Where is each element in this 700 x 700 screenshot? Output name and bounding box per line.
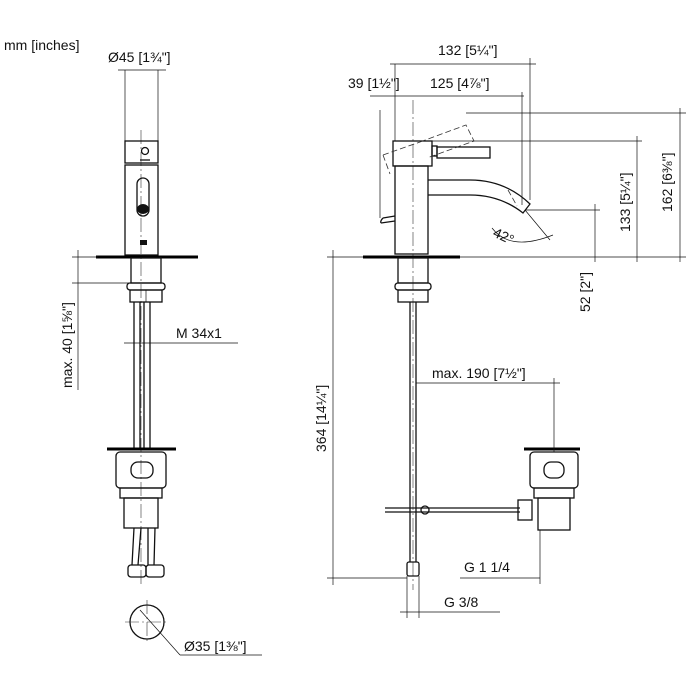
spout-clearance-label: 52 [2"] — [577, 272, 593, 312]
hole-diameter-label: Ø35 [1⅜"] — [184, 638, 247, 654]
drain-thread-label: G 1 1/4 — [464, 559, 510, 575]
units-label: mm [inches] — [4, 37, 79, 53]
overall-reach-label: 132 [5¼"] — [438, 42, 497, 58]
front-view: Ø45 [1¾"] max. 40 [1⅝"] M 34x1 Ø35 [1⅜"] — [59, 49, 262, 656]
lever-offset-label: 39 [1½"] — [348, 75, 400, 91]
spout-angle-label: 42° — [491, 224, 517, 247]
below-deck-length-label: 364 [14¼"] — [313, 385, 329, 452]
supply-thread-label: G 3/8 — [444, 594, 478, 610]
side-view: 132 [5¼"] 39 [1½"] 125 [4⅞"] 162 [6⅜"] 1… — [313, 42, 686, 618]
max-thickness-label: max. 40 [1⅝"] — [59, 302, 75, 388]
body-height-label: 133 [5¼"] — [617, 173, 633, 232]
head-diameter-label: Ø45 [1¾"] — [108, 49, 171, 65]
thread-label: M 34x1 — [176, 325, 222, 341]
spout-reach-label: 125 [4⅞"] — [430, 75, 489, 91]
max-drain-offset-label: max. 190 [7½"] — [432, 365, 526, 381]
overall-height-label: 162 [6⅜"] — [659, 153, 675, 212]
